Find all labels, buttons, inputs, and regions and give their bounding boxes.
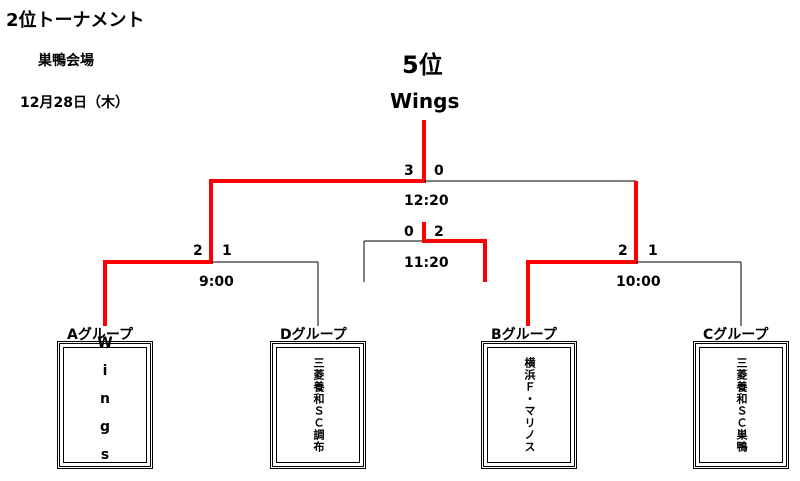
final-score-left: 3 bbox=[404, 163, 414, 179]
extra-score-left: 0 bbox=[404, 224, 414, 240]
semi-right-time: 10:00 bbox=[616, 274, 661, 290]
team-name-b: 横浜Ｆ・マリノス bbox=[523, 357, 536, 453]
team-name-d: 三菱養和ＳＣ調布 bbox=[312, 357, 325, 453]
semi-right-score-left: 2 bbox=[618, 243, 628, 259]
extra-time: 11:20 bbox=[404, 255, 449, 271]
extra-score-right: 2 bbox=[434, 224, 444, 240]
team-box-a-inner: Wings bbox=[63, 335, 147, 475]
group-label-b: Bグループ bbox=[491, 327, 557, 343]
team-box-b-inner: 横浜Ｆ・マリノス bbox=[487, 347, 571, 463]
place-label: 5位 bbox=[402, 51, 443, 79]
team-name-a: Wings bbox=[97, 335, 113, 475]
semi-left-score-right: 1 bbox=[222, 243, 232, 259]
team-box-d-inner: 三菱養和ＳＣ調布 bbox=[276, 347, 360, 463]
team-box-a: Wings bbox=[57, 335, 153, 475]
team-box-c: 三菱養和ＳＣ巣鴨 bbox=[693, 341, 789, 469]
semi-left-time: 9:00 bbox=[199, 274, 234, 290]
winner-label: Wings bbox=[390, 89, 460, 113]
group-label-d: Dグループ bbox=[280, 327, 347, 343]
group-label-a: Aグループ bbox=[67, 327, 133, 343]
semi-right-score-right: 1 bbox=[648, 243, 658, 259]
team-name-c: 三菱養和ＳＣ巣鴨 bbox=[735, 357, 748, 453]
final-time: 12:20 bbox=[404, 193, 449, 209]
team-box-b: 横浜Ｆ・マリノス bbox=[481, 341, 577, 469]
page-title: 2位トーナメント bbox=[6, 10, 145, 31]
semi-left-score-left: 2 bbox=[193, 243, 203, 259]
date-label: 12月28日（木） bbox=[20, 95, 129, 111]
venue-label: 巣鴨会場 bbox=[38, 53, 94, 69]
team-box-d: 三菱養和ＳＣ調布 bbox=[270, 341, 366, 469]
group-label-c: Cグループ bbox=[703, 327, 769, 343]
final-score-right: 0 bbox=[434, 163, 444, 179]
team-box-c-inner: 三菱養和ＳＣ巣鴨 bbox=[699, 347, 783, 463]
